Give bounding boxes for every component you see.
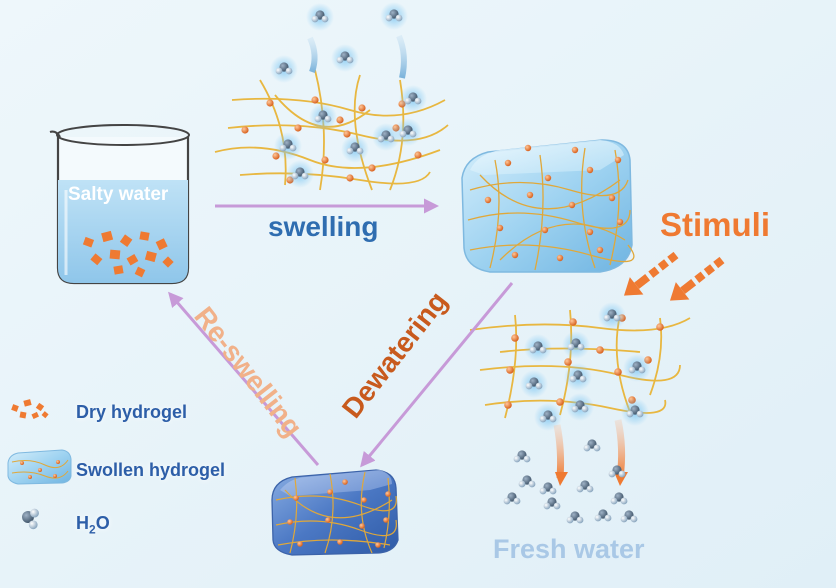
polymer-strand bbox=[467, 209, 631, 229]
stimuli-arrows bbox=[623, 251, 725, 301]
polymer-strand bbox=[469, 244, 635, 263]
crosslink-node bbox=[343, 130, 351, 138]
polymer-strand bbox=[534, 154, 544, 271]
drip-arrow-left bbox=[553, 424, 565, 479]
water-subscript: 2 bbox=[89, 522, 96, 537]
crosslink-node bbox=[361, 497, 367, 503]
legend-water-label: H2O bbox=[76, 513, 110, 537]
polymer-strand bbox=[581, 147, 596, 269]
stimuli-label: Stimuli bbox=[660, 206, 771, 243]
crosslink-node bbox=[569, 318, 577, 326]
legend-swollen-hydrogel-label: Swollen hydrogel bbox=[76, 460, 226, 480]
crosslink-node bbox=[266, 99, 274, 107]
crosslink-node bbox=[524, 144, 532, 152]
legend-swollen-hydrogel-icon bbox=[7, 449, 72, 485]
legend-dry-hydrogel-icon bbox=[11, 399, 49, 419]
salty-water-label: Salty water bbox=[68, 184, 169, 205]
crosslink-node bbox=[596, 246, 604, 254]
crosslink-node bbox=[293, 495, 299, 501]
swollen-hydrogel-cube bbox=[461, 139, 635, 273]
water-o: O bbox=[95, 513, 110, 533]
crosslink-node bbox=[368, 164, 376, 172]
crosslink-node bbox=[541, 226, 549, 234]
crosslink-node bbox=[504, 401, 512, 409]
crosslink-node bbox=[336, 116, 344, 124]
crosslink-node bbox=[321, 156, 329, 164]
crosslink-node bbox=[608, 194, 616, 202]
fresh-water-label: Fresh water bbox=[493, 534, 645, 564]
polymer-strand bbox=[489, 159, 500, 269]
crosslink-node bbox=[484, 196, 492, 204]
crosslink-node bbox=[325, 517, 331, 523]
crosslink-node bbox=[506, 366, 514, 374]
crosslink-node bbox=[614, 368, 622, 376]
crosslink-node bbox=[586, 166, 594, 174]
crosslink-node bbox=[294, 124, 302, 132]
crosslink-node bbox=[656, 323, 664, 331]
crosslink-node bbox=[241, 126, 249, 134]
polymer-strand bbox=[360, 471, 373, 554]
polymer-strand bbox=[383, 477, 390, 549]
dewatered-hydrogel-cube bbox=[271, 469, 399, 556]
crosslink-node bbox=[556, 398, 564, 406]
crosslink-node bbox=[342, 479, 348, 485]
polymer-strand bbox=[499, 223, 626, 261]
polymer-strand bbox=[289, 477, 298, 554]
reswelling-arrow bbox=[168, 291, 320, 466]
polymer-strand bbox=[469, 179, 629, 197]
crosslink-node bbox=[327, 489, 333, 495]
crosslink-node bbox=[544, 174, 552, 182]
crosslink-node bbox=[564, 358, 572, 366]
legend-dry-hydrogel-label: Dry hydrogel bbox=[76, 402, 188, 422]
crosslink-node bbox=[586, 228, 594, 236]
crosslink-node bbox=[596, 346, 604, 354]
swelling-label: swelling bbox=[268, 211, 379, 242]
crosslink-node bbox=[511, 334, 519, 342]
polymer-strand bbox=[479, 174, 621, 210]
crosslink-node bbox=[287, 519, 293, 525]
polymer-strand bbox=[275, 519, 397, 537]
crosslink-node bbox=[504, 159, 512, 167]
dry-hydrogel-particles bbox=[82, 230, 174, 278]
crosslink-node bbox=[571, 146, 579, 154]
crosslink-node bbox=[358, 104, 366, 112]
crosslink-node bbox=[556, 254, 564, 262]
crosslink-node bbox=[337, 539, 343, 545]
polymer-strand bbox=[324, 473, 334, 554]
crosslink-node bbox=[568, 201, 576, 209]
crosslink-node bbox=[311, 96, 319, 104]
crosslink-node bbox=[414, 151, 422, 159]
crosslink-node bbox=[614, 156, 622, 164]
crosslink-node bbox=[616, 218, 624, 226]
dewatering-arrow bbox=[360, 282, 514, 468]
crosslink-node bbox=[359, 523, 365, 529]
crosslink-node bbox=[526, 191, 534, 199]
polymer-strand bbox=[275, 495, 397, 512]
crosslink-node bbox=[297, 541, 303, 547]
crosslink-node bbox=[346, 174, 354, 182]
dewatering-network bbox=[469, 302, 691, 431]
crosslink-node bbox=[496, 224, 504, 232]
crosslink-node bbox=[375, 542, 381, 548]
crosslink-node bbox=[383, 517, 389, 523]
water-h: H bbox=[76, 513, 89, 533]
crosslink-node bbox=[511, 251, 519, 259]
swelling-network bbox=[214, 2, 449, 191]
crosslink-node bbox=[385, 491, 391, 497]
legend-water-molecule-icon bbox=[22, 508, 39, 530]
